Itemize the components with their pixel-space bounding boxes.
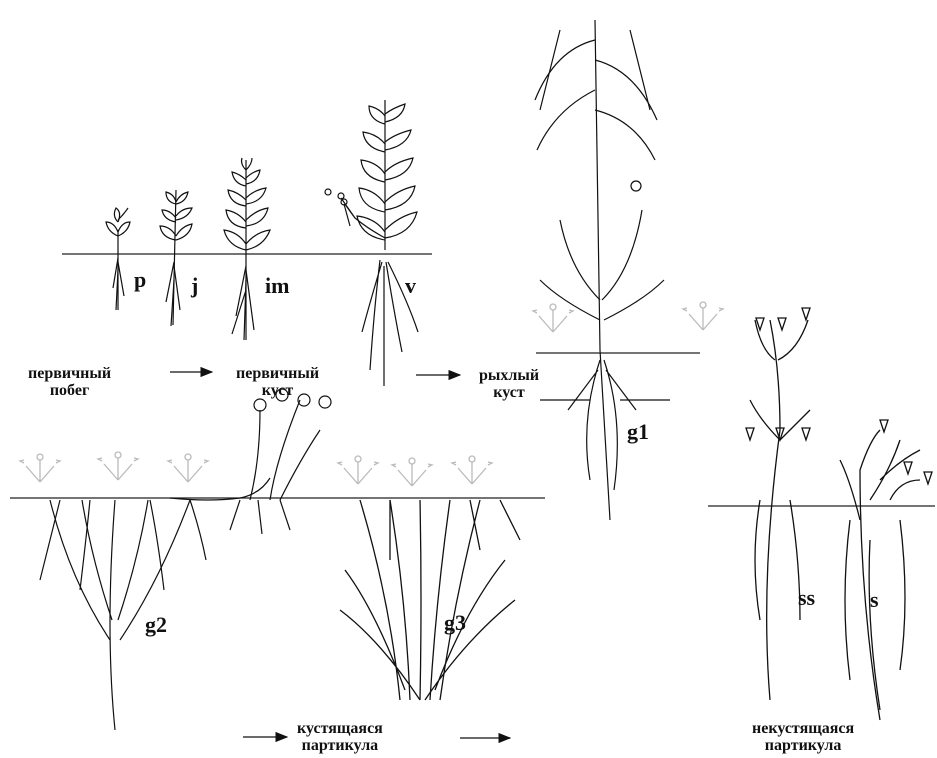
stage-label-v: v (405, 275, 416, 297)
plant-g3 (340, 500, 520, 700)
plant-im (224, 158, 270, 340)
stage-label-ss: ss (798, 587, 815, 609)
stage-label-g1: g1 (627, 421, 649, 443)
caption-primary-bush-line2: куст (236, 382, 319, 399)
caption-tillering-particle: кустящаяся партикула (297, 720, 383, 754)
caption-loose-bush: рыхлый куст (479, 367, 539, 401)
caption-loose-bush-line2: куст (479, 384, 539, 401)
caption-primary-bush: первичный куст (236, 365, 319, 399)
caption-loose-bush-line1: рыхлый (479, 367, 539, 384)
caption-primary-shoot-line1: первичный (28, 365, 111, 382)
stage-label-g2: g2 (145, 614, 167, 636)
caption-primary-bush-line1: первичный (236, 365, 319, 382)
plant-ss (746, 308, 810, 700)
plant-v (325, 100, 418, 386)
caption-tillering-particle-line2: партикула (297, 737, 383, 754)
caption-tillering-particle-line1: кустящаяся (297, 720, 383, 737)
plant-g1 (535, 20, 670, 520)
plant-s (840, 420, 932, 720)
stage-label-s: s (870, 589, 879, 611)
caption-non-tillering-particle-line1: некустящаяся (752, 720, 854, 737)
stage-label-j: j (191, 275, 198, 297)
stage-label-im: im (265, 275, 289, 297)
caption-primary-shoot: первичный побег (28, 365, 111, 399)
caption-non-tillering-particle-line2: партикула (752, 737, 854, 754)
caption-non-tillering-particle: некустящаяся партикула (752, 720, 854, 754)
caption-primary-shoot-line2: побег (28, 382, 111, 399)
plant-p (106, 208, 130, 310)
flow-arrows (170, 372, 510, 738)
stage-label-p: p (134, 269, 146, 291)
plant-g2 (40, 389, 331, 730)
plant-j (160, 190, 192, 326)
stage-label-g3: g3 (444, 612, 466, 634)
